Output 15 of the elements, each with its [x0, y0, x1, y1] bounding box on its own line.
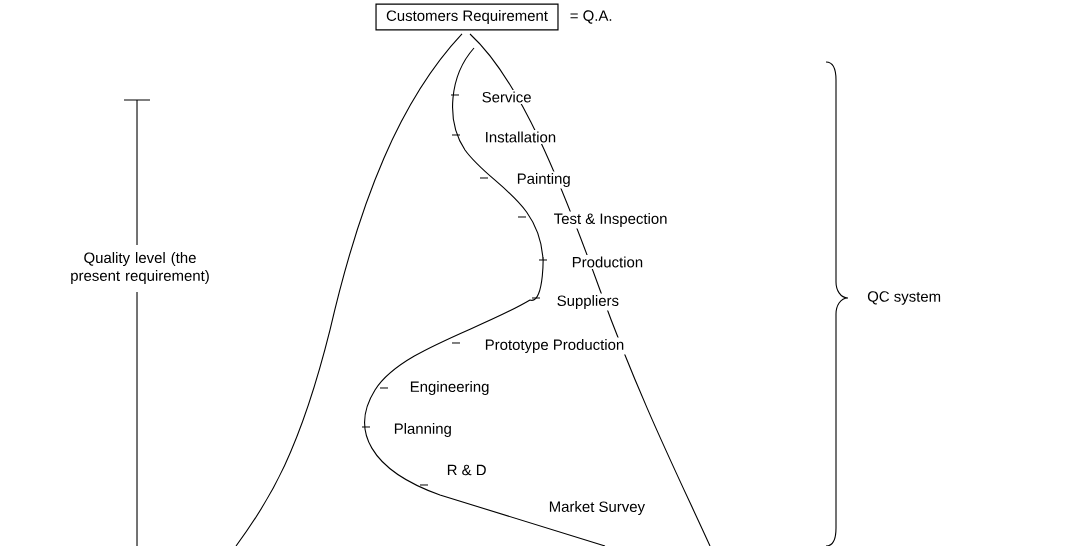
stage-label: Installation — [483, 130, 558, 144]
stage-label: Test & Inspection — [552, 211, 669, 229]
stage-label: R & D — [445, 463, 489, 477]
stage-label: Prototype Production — [483, 337, 626, 355]
stage-label: Suppliers — [555, 293, 621, 311]
stage-label: Production — [570, 255, 645, 269]
stage-label: Service — [480, 90, 534, 104]
equation-text: = Q.A. — [570, 10, 612, 24]
dimension-label: Quality level (the present requirement) — [71, 252, 209, 284]
stage-label: Painting — [515, 171, 573, 189]
stage-label: Planning — [392, 421, 454, 439]
requirement-box: Customers Requirement — [375, 3, 559, 31]
stage-label: Market Survey — [547, 499, 647, 517]
stage-label: Engineering — [408, 379, 491, 397]
brace-label: QC system — [867, 291, 941, 305]
